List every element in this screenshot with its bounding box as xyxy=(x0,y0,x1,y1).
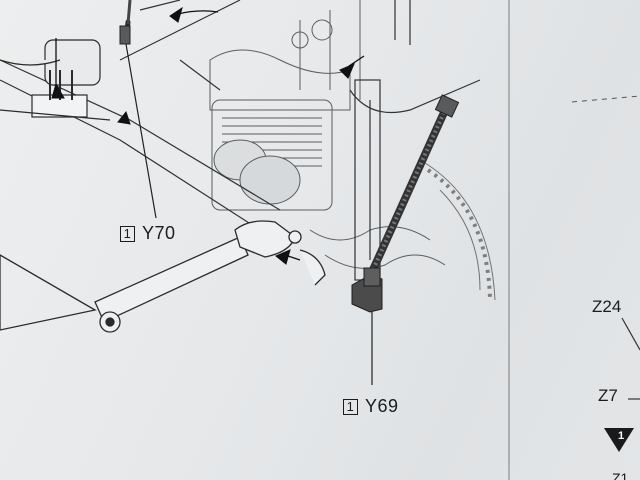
leader-y70 xyxy=(125,43,157,219)
callout-y69: 1 Y69 xyxy=(343,396,399,417)
triangle-marker-icon xyxy=(604,428,634,452)
swing-arm xyxy=(0,220,326,333)
right-leader-z24 xyxy=(621,317,640,351)
engine-outline xyxy=(209,0,446,269)
part-y70-rod xyxy=(119,0,132,45)
part-y69-rod xyxy=(351,94,460,313)
part-number-y70: Y70 xyxy=(142,223,176,243)
dashed-separator xyxy=(571,95,640,103)
part-number-y69: Y69 xyxy=(365,396,399,416)
callout-y70: 1 Y70 xyxy=(120,223,176,244)
step-marker: 1 xyxy=(604,426,640,456)
part-label-z24: Z24 xyxy=(592,297,622,316)
rear-wheel-outline xyxy=(419,159,496,301)
direction-arrows xyxy=(51,6,365,265)
step-marker-number: 1 xyxy=(618,430,625,442)
front-assembly xyxy=(0,39,111,121)
step-box-y70: 1 xyxy=(120,225,135,242)
part-label-z7: Z7 xyxy=(598,386,618,405)
step-box-y69: 1 xyxy=(343,398,358,415)
part-label-cutoff: Z1 xyxy=(612,470,629,480)
